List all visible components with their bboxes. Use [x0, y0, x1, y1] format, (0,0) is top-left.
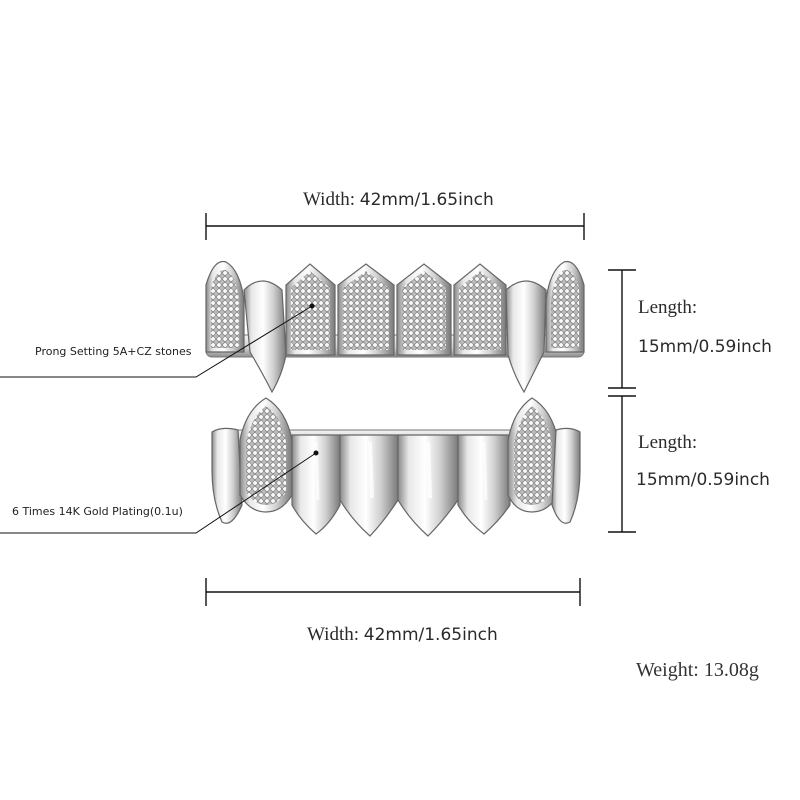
- bottom-width-dimension-line: [205, 578, 581, 606]
- bottom-grill: [211, 397, 581, 537]
- bottom-length-value: 15mm/0.59inch: [636, 470, 770, 490]
- bottom-plain-incisors: [291, 434, 511, 537]
- bottom-right-tooth: [551, 427, 581, 524]
- weight-label: Weight: 13.08g: [636, 659, 759, 681]
- top-left-pave: [211, 269, 239, 348]
- bottom-length-label: Length:: [638, 432, 698, 453]
- bottom-left-tooth: [211, 427, 243, 524]
- top-right-pave: [551, 269, 579, 348]
- top-width-label: Width: 42mm/1.65inch: [303, 189, 494, 210]
- top-length-value: 15mm/0.59inch: [638, 337, 772, 357]
- top-right-fang: [505, 280, 547, 394]
- top-grill: [205, 260, 585, 394]
- top-left-fang: [243, 280, 287, 394]
- top-iced-incisors: [285, 263, 507, 356]
- top-width-dimension-line: [205, 213, 585, 240]
- bottom-right-pave: [514, 406, 552, 505]
- stones-callout: Prong Setting 5A+CZ stones: [35, 345, 192, 358]
- callout-leader-lines: [0, 303, 319, 534]
- top-length-label: Length:: [638, 297, 698, 318]
- bottom-width-label: Width: 42mm/1.65inch: [307, 624, 498, 645]
- length-dimension-lines: [608, 269, 636, 533]
- plating-callout: 6 Times 14K Gold Plating(0.1u): [12, 505, 183, 518]
